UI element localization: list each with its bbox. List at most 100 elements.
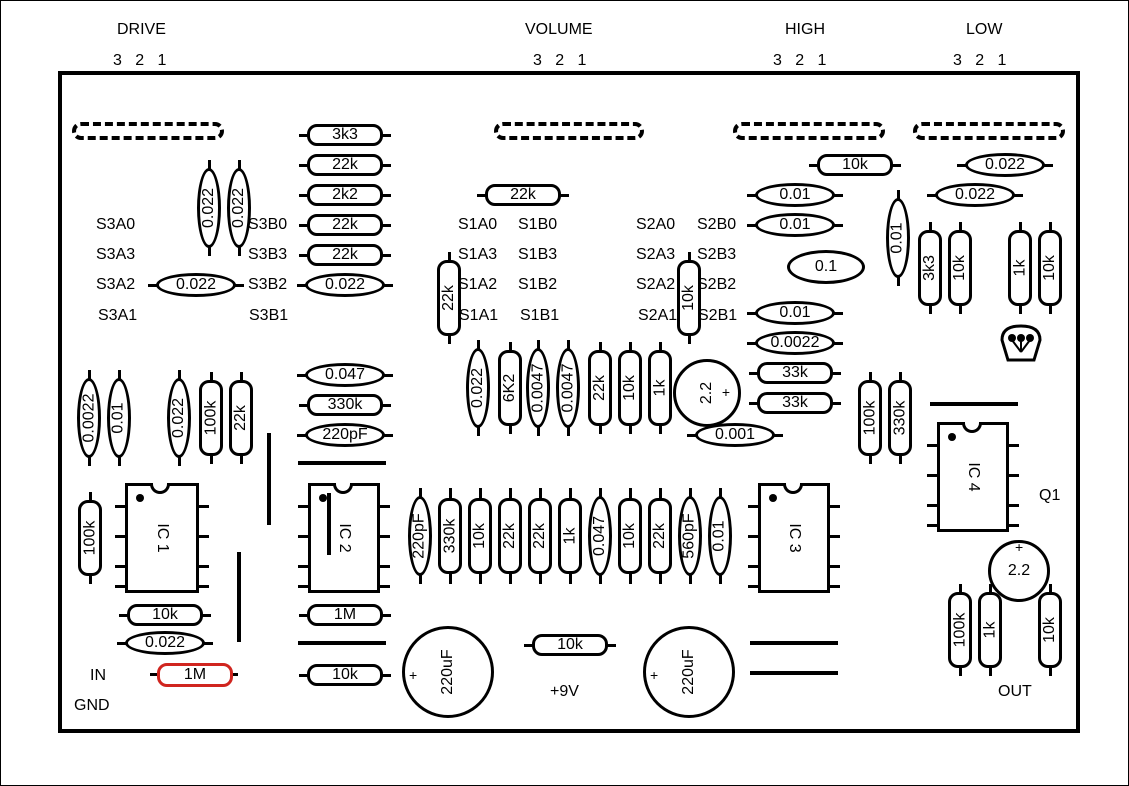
ic-pin <box>298 535 308 538</box>
ic-pin <box>380 585 390 588</box>
capacitor-c-0022-v2: 0.022 <box>227 168 251 248</box>
wire-link <box>327 493 331 555</box>
switch-label: S1A0 <box>458 216 498 233</box>
switch-label: S3A0 <box>96 216 136 233</box>
switch-label: S2A1 <box>638 307 678 324</box>
component-value: 22k <box>440 285 458 311</box>
switch-label: S1B1 <box>520 307 560 324</box>
electrolytic-e-22-mid: 2.2+ <box>673 359 741 427</box>
component-value: 10k <box>680 285 698 311</box>
switch-label: S1B0 <box>518 216 558 233</box>
component-value: 0.0047 <box>559 363 576 413</box>
component-value: 22k <box>332 216 358 233</box>
resistor-r-22k-vol: 22k <box>485 184 561 206</box>
resistor-r-3k3-top: 3k3 <box>307 124 383 146</box>
resistor-r-100k-out: 100k <box>948 592 972 668</box>
row-part-4: 22k <box>528 498 552 574</box>
switch-label: S2B3 <box>697 246 737 263</box>
component-value: 10k <box>1041 255 1059 281</box>
ic-pin <box>1009 474 1019 477</box>
resistor-r-1m-in: 1M <box>157 663 233 687</box>
ic-pin <box>748 535 758 538</box>
capacitor-c-220pf-m: 220pF <box>305 423 385 447</box>
supply-label: +9V <box>550 683 579 700</box>
resistor-r-6k2: 6K2 <box>498 350 522 426</box>
ic-pin <box>1009 504 1019 507</box>
ic1: IC 1 <box>125 483 199 593</box>
row-part-5: 1k <box>558 498 582 574</box>
component-value: 560pF <box>681 513 698 559</box>
switch-label: S2A0 <box>636 216 676 233</box>
capacitor-c-00047-a: 0.0047 <box>526 348 550 428</box>
row-part-0: 220pF <box>408 496 432 576</box>
wire-link <box>750 671 838 675</box>
capacitor-c-001-b: 0.01 <box>755 213 835 237</box>
ic-pin <box>927 524 937 527</box>
component-value: 22k <box>531 523 549 549</box>
ic2: IC 2 <box>308 483 380 593</box>
component-value: 0.01 <box>889 222 907 254</box>
wire-link <box>930 402 1018 406</box>
resistor-r-100k-l: 100k <box>199 380 223 456</box>
component-value: 220uF <box>680 649 697 695</box>
ic-pin <box>927 474 937 477</box>
component-value: 100k <box>81 520 99 556</box>
ic-pin <box>199 505 209 508</box>
ic1-label: IC 1 <box>154 523 171 553</box>
resistor-r-33k-a: 33k <box>757 362 833 384</box>
component-value: 100k <box>951 612 969 648</box>
component-value: 100k <box>202 400 220 436</box>
electrolytic-e-220uf-a: 220uF+ <box>402 626 494 718</box>
pot-label-drive: DRIVE <box>117 21 166 38</box>
switch-label: S3B1 <box>249 307 289 324</box>
ic-pin <box>115 535 125 538</box>
capacitor-c-001-c: 0.01 <box>755 301 835 325</box>
ic-pin <box>830 535 840 538</box>
capacitor-c-001-low: 0.01 <box>886 198 910 278</box>
component-value: 0.022 <box>324 276 366 293</box>
component-value: 220pF <box>411 513 428 559</box>
switch-label: S2B1 <box>698 307 738 324</box>
component-value: 0.022 <box>469 367 487 409</box>
component-value: 2k2 <box>332 186 358 203</box>
wire-link <box>298 461 386 465</box>
pot-pad-volume <box>494 122 644 140</box>
resistor-r-33k-b: 33k <box>757 392 833 414</box>
component-value: 3k3 <box>921 255 939 281</box>
ic-notch <box>150 483 170 494</box>
resistor-r-22k-s1a: 22k <box>437 260 461 336</box>
ic-pin <box>927 444 937 447</box>
component-value: 33k <box>782 364 808 381</box>
row-part-1: 330k <box>438 498 462 574</box>
component-value: 0.022 <box>175 276 217 293</box>
pin1-dot <box>948 433 956 441</box>
component-value: 0.0047 <box>529 363 546 413</box>
wire-link <box>298 641 386 645</box>
pin1-dot <box>319 494 327 502</box>
component-value: 22k <box>332 156 358 173</box>
ic-pin <box>380 565 390 568</box>
pcb-outline <box>58 71 1080 733</box>
capacitor-c-0022-low1: 0.022 <box>965 153 1045 177</box>
row-part-8: 22k <box>648 498 672 574</box>
electrolytic-e-220uf-b: 220uF+ <box>643 626 735 718</box>
component-value: 100k <box>861 400 879 436</box>
ic-pin <box>748 585 758 588</box>
component-value: 1M <box>183 666 207 683</box>
resistor-r-22k-b: 22k <box>307 214 383 236</box>
capacitor-c-00047-b: 0.0047 <box>556 348 580 428</box>
component-value: 0.01 <box>779 186 811 203</box>
switch-label: S2B2 <box>697 276 737 293</box>
component-value: 0.01 <box>711 520 729 552</box>
switch-label: S1B2 <box>518 276 558 293</box>
component-value: 0.022 <box>984 156 1026 173</box>
ic-pin <box>748 505 758 508</box>
switch-label: S3B0 <box>248 216 288 233</box>
pot-label-low: LOW <box>966 21 1003 38</box>
switch-label: S1A3 <box>458 246 498 263</box>
ic-pin <box>199 585 209 588</box>
component-value: 330k <box>441 518 459 554</box>
ic-pin <box>748 565 758 568</box>
component-value: 1k <box>651 379 668 397</box>
component-value: 220uF <box>439 649 456 695</box>
